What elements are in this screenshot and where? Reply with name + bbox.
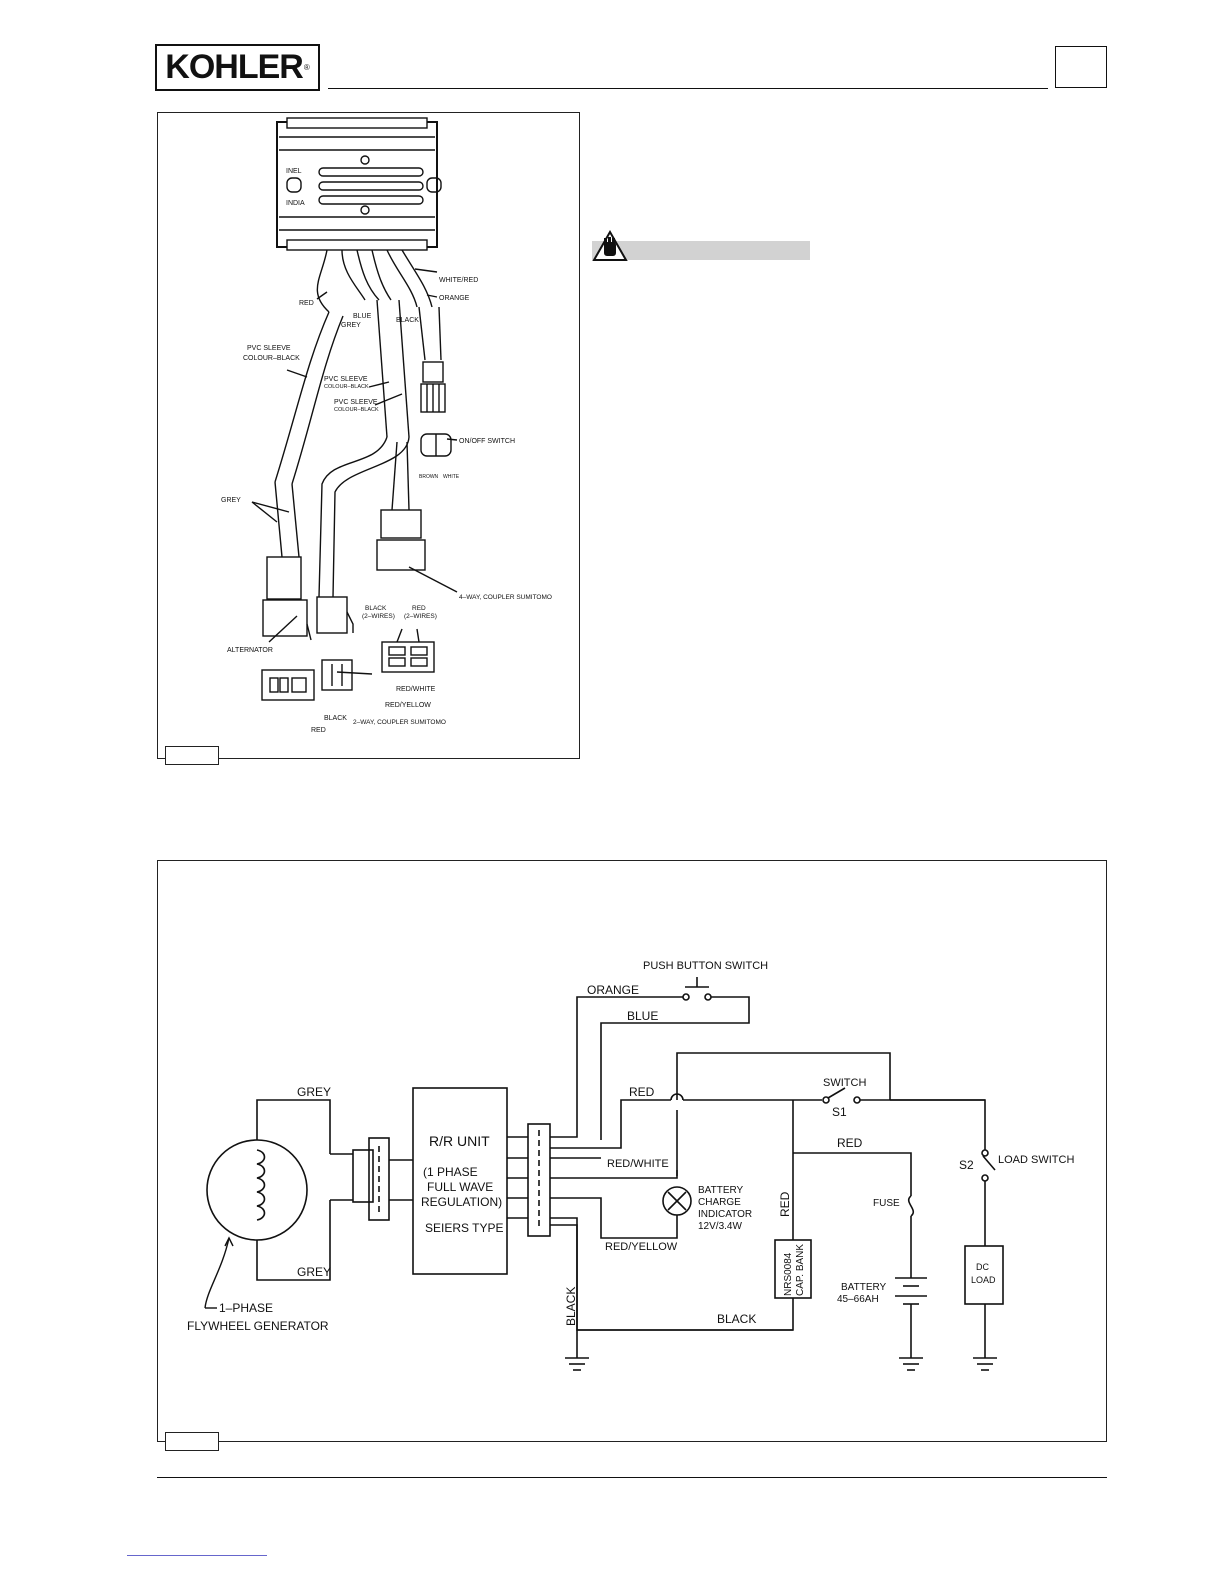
footer-rule bbox=[157, 1477, 1107, 1478]
label-two-way-coupler: 2–WAY, COUPLER SUMITOMO bbox=[353, 719, 446, 726]
footer-link-underline[interactable] bbox=[127, 1555, 267, 1556]
charging-circuit-schematic: PUSH BUTTON SWITCH ORANGE BLUE GREY GREY… bbox=[187, 960, 1074, 1371]
rr-unit-title: R/R UNIT bbox=[429, 1133, 490, 1149]
label-red-2wires-a: RED bbox=[412, 605, 426, 612]
warning-hand-icon bbox=[592, 230, 628, 261]
battery-charge-line1: BATTERY bbox=[698, 1185, 744, 1196]
label-red-yellow: RED/YELLOW bbox=[605, 1241, 678, 1253]
label-white: WHITE bbox=[443, 474, 460, 480]
battery-charge-line3: INDICATOR bbox=[698, 1209, 752, 1220]
label-black: BLACK bbox=[396, 317, 419, 324]
cap-bank-line2: CAP. BANK bbox=[795, 1244, 806, 1296]
label-black-bottom: BLACK bbox=[717, 1312, 756, 1326]
label-s1: S1 bbox=[832, 1105, 847, 1119]
schematic-figure-frame bbox=[157, 860, 1107, 1442]
warning-bar bbox=[592, 241, 810, 260]
generator-label-line2: FLYWHEEL GENERATOR bbox=[187, 1319, 329, 1333]
label-pvc-sleeve-2a: PVC SLEEVE bbox=[324, 376, 368, 383]
rr-unit-line3: FULL WAVE bbox=[427, 1180, 493, 1194]
label-pvc-sleeve-1b: COLOUR–BLACK bbox=[243, 355, 300, 362]
label-grey: GREY bbox=[341, 322, 361, 329]
label-four-way-coupler: 4–WAY, COUPLER SUMITOMO bbox=[459, 594, 552, 601]
label-pvc-sleeve-2b: COLOUR–BLACK bbox=[324, 384, 369, 390]
label-load-switch: LOAD SWITCH bbox=[998, 1154, 1074, 1166]
label-grey-bottom: GREY bbox=[297, 1265, 331, 1279]
battery-charge-line2: CHARGE bbox=[698, 1197, 741, 1208]
label-black-vertical: BLACK bbox=[564, 1287, 578, 1326]
rr-unit-line2: (1 PHASE bbox=[423, 1165, 478, 1179]
label-black-2wires-b: (2–WIRES) bbox=[362, 613, 395, 620]
label-red-lower: RED bbox=[311, 727, 326, 734]
figure-tab-2 bbox=[165, 1432, 219, 1451]
label-red-white: RED/WHITE bbox=[396, 686, 436, 693]
label-red-yellow: RED/YELLOW bbox=[385, 702, 431, 709]
label-pvc-sleeve-1a: PVC SLEEVE bbox=[247, 345, 291, 352]
label-blue: BLUE bbox=[627, 1009, 658, 1023]
label-white-red: WHITE/RED bbox=[439, 277, 478, 284]
figure-tab-1 bbox=[165, 746, 219, 765]
logo-text: KOHLER bbox=[165, 48, 304, 86]
label-push-button-switch: PUSH BUTTON SWITCH bbox=[643, 960, 768, 972]
page-number-box bbox=[1055, 46, 1107, 88]
dc-load-line1: DC bbox=[976, 1262, 989, 1272]
label-red-mid: RED bbox=[837, 1136, 863, 1150]
label-red-top: RED bbox=[629, 1085, 655, 1099]
label-grey-lower: GREY bbox=[221, 497, 241, 504]
label-black-lower: BLACK bbox=[324, 715, 347, 722]
regulator-label-inel: INEL bbox=[286, 168, 302, 175]
dc-load-line2: LOAD bbox=[971, 1275, 996, 1285]
label-black-2wires-a: BLACK bbox=[365, 605, 387, 612]
battery-line2: 45–66AH bbox=[837, 1294, 879, 1305]
label-orange: ORANGE bbox=[587, 983, 639, 997]
label-red-white: RED/WHITE bbox=[607, 1158, 669, 1170]
generator-label-line1: 1–PHASE bbox=[219, 1301, 273, 1315]
cap-bank-line1: NRS0084 bbox=[783, 1252, 794, 1296]
regulator-label-india: INDIA bbox=[286, 200, 305, 207]
label-red-vertical: RED bbox=[778, 1191, 792, 1217]
rr-unit-line4: REGULATION) bbox=[421, 1195, 502, 1209]
label-on-off-switch: ON/OFF SWITCH bbox=[459, 438, 515, 445]
label-grey-top: GREY bbox=[297, 1085, 331, 1099]
label-switch: SWITCH bbox=[823, 1077, 866, 1089]
logo-registered-mark: ® bbox=[303, 63, 310, 72]
label-pvc-sleeve-3b: COLOUR–BLACK bbox=[334, 407, 379, 413]
label-red: RED bbox=[299, 300, 314, 307]
label-red-2wires-b: (2–WIRES) bbox=[404, 613, 437, 620]
header-rule bbox=[328, 88, 1048, 89]
label-pvc-sleeve-3a: PVC SLEEVE bbox=[334, 399, 378, 406]
battery-line1: BATTERY bbox=[841, 1282, 887, 1293]
label-orange: ORANGE bbox=[439, 295, 470, 302]
label-s2: S2 bbox=[959, 1158, 974, 1172]
harness-figure-frame bbox=[157, 112, 580, 759]
label-brown: BROWN bbox=[419, 474, 439, 480]
kohler-logo: KOHLER® bbox=[155, 44, 320, 91]
rr-unit-line5: SEIERS TYPE bbox=[425, 1221, 503, 1235]
battery-charge-line4: 12V/3.4W bbox=[698, 1221, 742, 1232]
label-alternator: ALTERNATOR bbox=[227, 647, 273, 654]
label-fuse: FUSE bbox=[873, 1198, 900, 1209]
harness-drawing: INEL INDIA WHITE/RED RED ORANGE BLUE GRE… bbox=[221, 117, 552, 734]
label-blue: BLUE bbox=[353, 313, 372, 320]
